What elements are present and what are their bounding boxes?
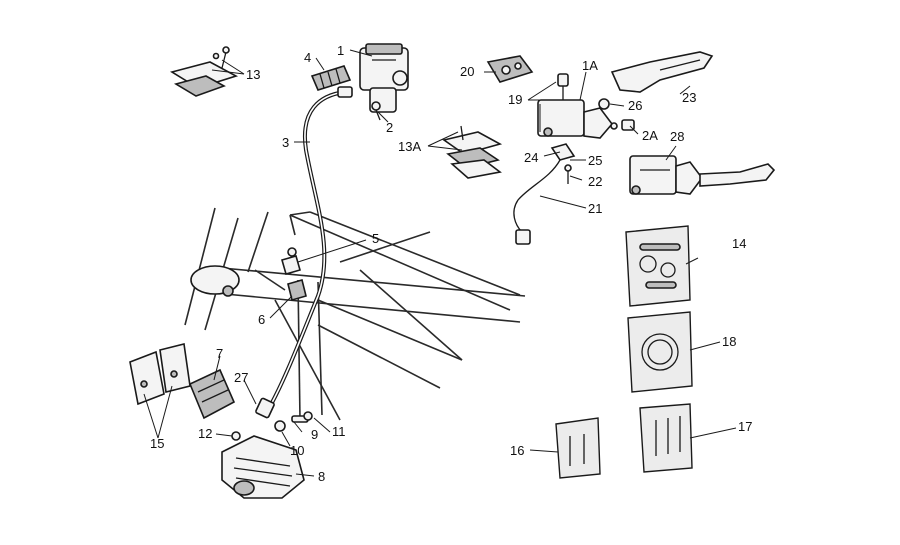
clutch-clamp-20 [486, 55, 534, 83]
switch-24-25-22 [550, 143, 576, 184]
callout-25: 25 [588, 153, 602, 168]
callout-2A: 2A [642, 128, 658, 143]
brake-pad-7 [188, 368, 236, 420]
callout-10: 10 [290, 443, 304, 458]
callout-18: 18 [722, 334, 736, 349]
clip-6 [287, 279, 307, 301]
kit-bag-18 [627, 311, 693, 393]
callout-15: 15 [150, 436, 164, 451]
frame-bolt [222, 285, 234, 297]
handlebar-grip [310, 65, 352, 91]
callout-14: 14 [732, 236, 746, 251]
callout-9: 9 [311, 427, 318, 442]
master-cylinder-screw [371, 101, 381, 121]
callout-20: 20 [460, 64, 474, 79]
hose-fitting-top [337, 86, 353, 98]
callout-2: 2 [386, 120, 393, 135]
callout-6: 6 [258, 312, 265, 327]
callout-24: 24 [524, 150, 538, 165]
clutch-pin-26 [598, 98, 610, 110]
callout-21: 21 [588, 201, 602, 216]
reservoir-gasket [442, 125, 503, 179]
callout-17: 17 [738, 419, 752, 434]
caliper-bolts [231, 411, 313, 441]
callout-28: 28 [670, 129, 684, 144]
clutch-lever-23 [610, 51, 714, 93]
callout-4: 4 [304, 50, 311, 65]
brake-caliper [221, 435, 305, 499]
brake-pads-15 [129, 343, 191, 406]
callout-27: 27 [234, 370, 248, 385]
callout-13A: 13A [398, 139, 421, 154]
clutch-nut-2A [610, 119, 635, 131]
callout-3: 3 [282, 135, 289, 150]
callout-26: 26 [628, 98, 642, 113]
callout-16: 16 [510, 443, 524, 458]
callout-labels: 1 1A 2 2A 3 4 5 6 7 8 9 10 11 12 13 13A … [150, 43, 752, 484]
kit-bag-14 [625, 225, 691, 307]
kit-bag-17 [639, 403, 693, 473]
brake-hose [255, 86, 353, 419]
reservoir-cover [169, 46, 239, 97]
callout-1: 1 [337, 43, 344, 58]
brake-lever-assembly [629, 155, 776, 195]
frame-tubes [184, 207, 526, 421]
clutch-master-cylinder [537, 73, 614, 139]
callout-5: 5 [372, 231, 379, 246]
callout-13: 13 [246, 67, 260, 82]
callout-23: 23 [682, 90, 696, 105]
callout-19: 19 [508, 92, 522, 107]
callout-11: 11 [332, 424, 346, 439]
callout-1A: 1A [582, 58, 598, 73]
callout-7: 7 [216, 346, 223, 361]
callout-22: 22 [588, 174, 602, 189]
hose-fitting-bottom [255, 397, 275, 419]
clip-5 [281, 247, 301, 275]
kit-bag-16 [555, 417, 601, 479]
callout-12: 12 [198, 426, 212, 441]
callout-8: 8 [318, 469, 325, 484]
switch-cable-21 [513, 159, 561, 245]
leader-lines [143, 49, 737, 477]
